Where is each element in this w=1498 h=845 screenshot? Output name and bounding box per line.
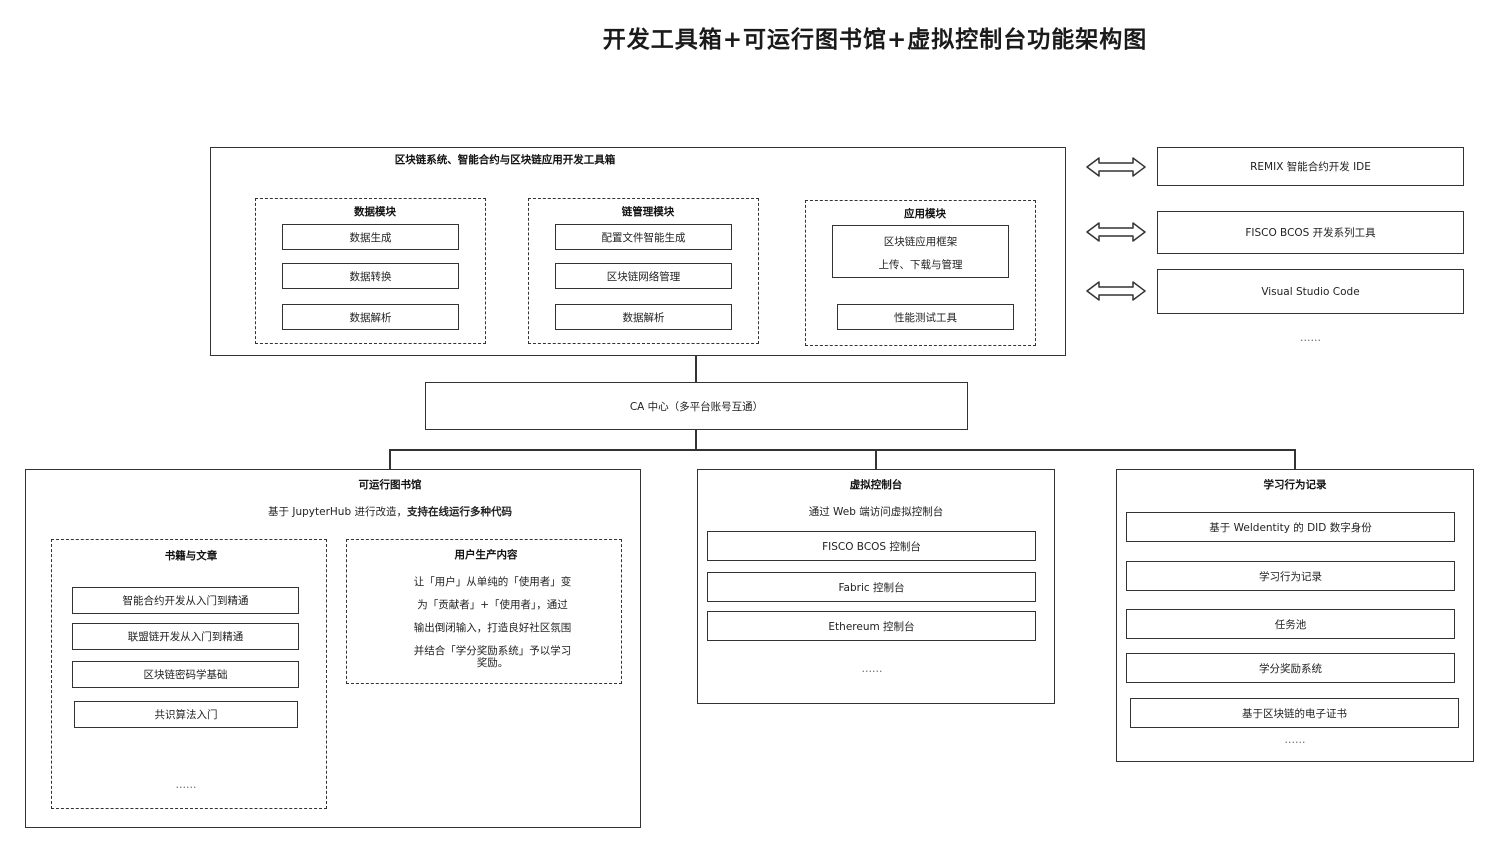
- ca-center: CA 中心（多平台账号互通）: [425, 382, 968, 430]
- console-subtitle: 通过 Web 端访问虚拟控制台: [808, 506, 944, 518]
- ugc-title: 用户生产内容: [454, 549, 518, 561]
- chain-module-item: 配置文件智能生成: [555, 224, 732, 250]
- book-item: 智能合约开发从入门到精通: [72, 587, 299, 614]
- ugc-section: [346, 539, 622, 684]
- ugc-line: 奖励。: [476, 657, 509, 669]
- learning-item: 基于 Weldentity 的 DID 数字身份: [1126, 512, 1455, 542]
- console-more: ……: [861, 663, 883, 675]
- learning-item: 学习行为记录: [1126, 561, 1455, 591]
- books-more: ……: [175, 779, 197, 791]
- books-title: 书籍与文章: [164, 550, 218, 562]
- chain-module-item: 区块链网络管理: [555, 263, 732, 289]
- console-title: 虚拟控制台: [849, 479, 903, 491]
- external-tool-fisco: FISCO BCOS 开发系列工具: [1157, 211, 1464, 254]
- data-module-title: 数据模块: [354, 206, 396, 218]
- chain-module-item: 数据解析: [555, 304, 732, 330]
- app-perf-tool: 性能测试工具: [837, 304, 1014, 330]
- data-module-item: 数据生成: [282, 224, 459, 250]
- learning-item: 基于区块链的电子证书: [1130, 698, 1459, 728]
- library-title: 可运行图书馆: [358, 479, 422, 491]
- app-framework-line2: 上传、下载与管理: [878, 259, 963, 271]
- connector-line: [1294, 449, 1296, 469]
- connector-line: [389, 449, 391, 469]
- ugc-line: 为「贡献者」+「使用者」，通过: [417, 599, 568, 611]
- ugc-line: 让「用户」从单纯的「使用者」变: [413, 576, 572, 588]
- external-tool-vscode: Visual Studio Code: [1157, 269, 1464, 314]
- learning-more: ……: [1284, 734, 1306, 746]
- connector-line: [695, 429, 697, 449]
- connector-line: [389, 449, 1296, 451]
- learning-item: 任务池: [1126, 609, 1455, 639]
- double-arrow-icon: [1086, 281, 1146, 301]
- chain-module-title: 链管理模块: [621, 206, 675, 218]
- book-item: 联盟链开发从入门到精通: [72, 623, 299, 650]
- toolbox-title: 区块链系统、智能合约与区块链应用开发工具箱: [394, 154, 616, 166]
- library-subtitle-bold: 支持在线运行多种代码: [406, 506, 512, 518]
- book-item: 共识算法入门: [74, 701, 298, 728]
- external-tool-remix: REMIX 智能合约开发 IDE: [1157, 147, 1464, 186]
- ugc-line: 输出倒闭输入，打造良好社区氛围: [413, 622, 572, 634]
- app-module-title: 应用模块: [904, 208, 946, 220]
- app-framework-line1: 区块链应用框架: [883, 236, 958, 248]
- library-subtitle: 基于 JupyterHub 进行改造，支持在线运行多种代码: [90, 504, 690, 519]
- console-item: FISCO BCOS 控制台: [707, 531, 1036, 561]
- app-framework-box: [832, 225, 1009, 278]
- data-module-item: 数据转换: [282, 263, 459, 289]
- data-module-item: 数据解析: [282, 304, 459, 330]
- double-arrow-icon: [1086, 222, 1146, 242]
- ugc-text: 让「用户」从单纯的「使用者」变 为「贡献者」+「使用者」，通过 输出倒闭输入，打…: [350, 571, 635, 669]
- connector-line: [695, 356, 697, 382]
- double-arrow-icon: [1086, 157, 1146, 177]
- learning-item: 学分奖励系统: [1126, 653, 1455, 683]
- console-item: Fabric 控制台: [707, 572, 1036, 602]
- page-title: 开发工具箱+可运行图书馆+虚拟控制台功能架构图: [602, 27, 1148, 53]
- ugc-line: 并结合「学分奖励系统」予以学习: [413, 645, 572, 657]
- console-item: Ethereum 控制台: [707, 611, 1036, 641]
- book-item: 区块链密码学基础: [72, 661, 299, 688]
- library-subtitle-plain: 基于 JupyterHub 进行改造，: [268, 506, 407, 518]
- connector-line: [875, 449, 877, 469]
- learning-title: 学习行为记录: [1263, 479, 1327, 491]
- external-tools-more: ……: [1300, 332, 1321, 344]
